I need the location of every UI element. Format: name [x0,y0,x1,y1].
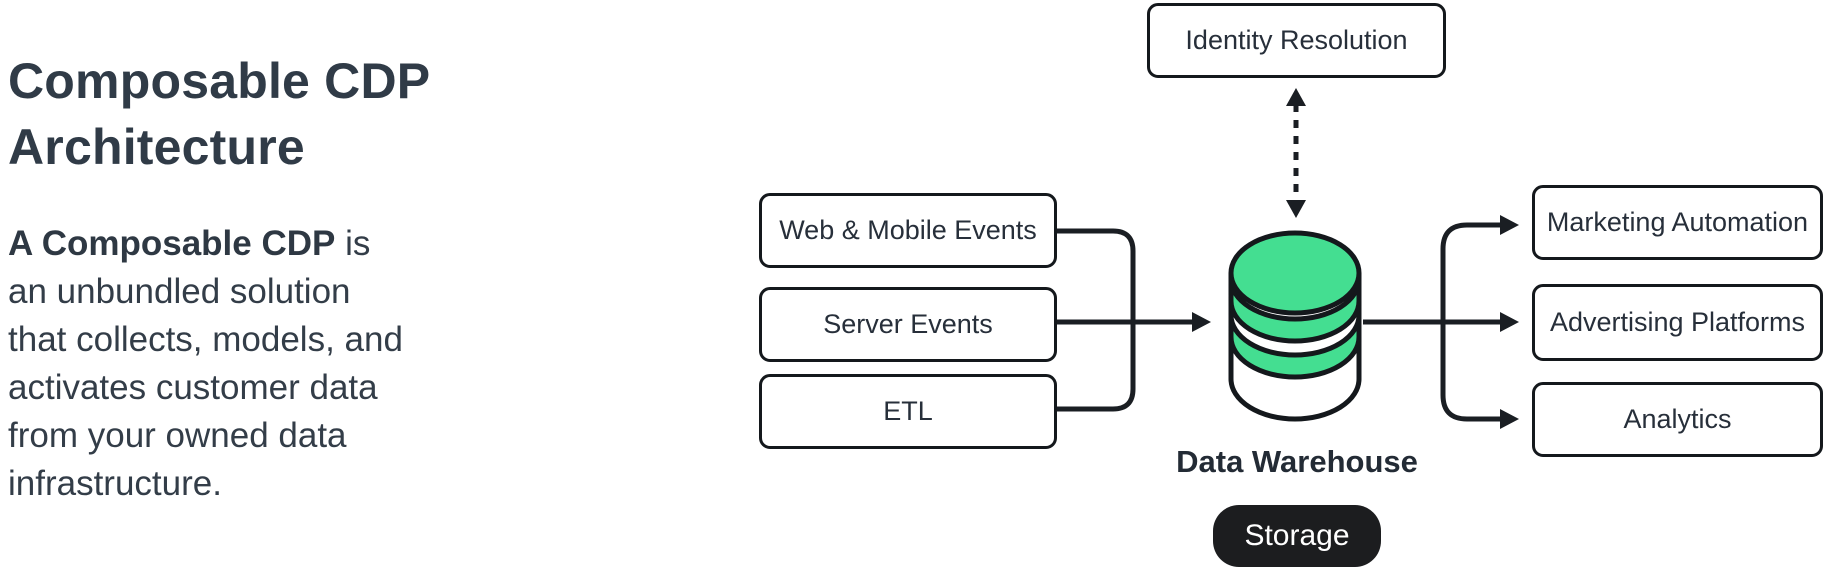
arrowhead-dashed-up [1286,88,1306,106]
arrowhead-to-analytics [1500,409,1519,429]
arrowhead-into-warehouse [1192,312,1211,332]
branch-up-connector [1440,222,1502,322]
intro-paragraph: A Composable CDP is an unbundled solutio… [8,220,416,508]
node-advertising-platforms: Advertising Platforms [1532,284,1823,361]
intro-rest-segment: is an unbundled solution that collects, … [8,224,403,503]
node-server-events: Server Events [759,287,1057,362]
data-warehouse-label: Data Warehouse [1176,444,1418,479]
node-etl: ETL [759,374,1057,449]
node-analytics: Analytics [1532,382,1823,457]
page-title: Composable CDP Architecture [8,53,430,175]
storage-badge: Storage [1213,505,1381,567]
arrowhead-to-marketing [1500,215,1519,235]
node-marketing-automation: Marketing Automation [1532,185,1823,260]
intro-bold-segment: A Composable CDP [8,224,336,263]
database-cylinder-icon [1228,230,1362,422]
arrowhead-to-advertising [1500,312,1519,332]
branch-down-connector [1440,322,1502,422]
arrowhead-dashed-down [1286,200,1306,218]
node-web-mobile-events: Web & Mobile Events [759,193,1057,268]
left-text-panel: Composable CDP Architecture A Composable… [8,48,448,508]
node-identity-resolution: Identity Resolution [1147,3,1446,78]
